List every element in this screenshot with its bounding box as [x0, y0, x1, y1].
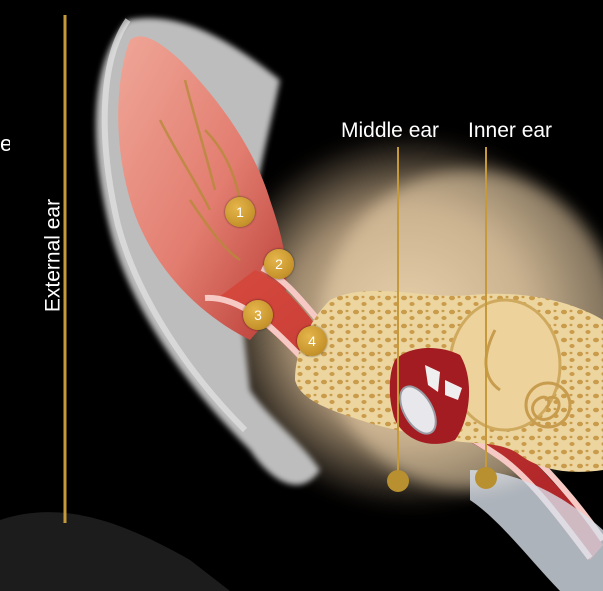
- partial-edge-label: e: [0, 133, 10, 155]
- marker-1: 1: [225, 197, 255, 227]
- inner-ear-label: Inner ear: [468, 120, 552, 141]
- marker-4: 4: [297, 326, 327, 356]
- inner-ear-pointer: [475, 467, 497, 489]
- marker-2: 2: [264, 249, 294, 279]
- middle-ear-label: Middle ear: [341, 120, 439, 141]
- marker-3: 3: [243, 300, 273, 330]
- middle-ear-cavity: [390, 348, 469, 444]
- neck-shadow: [0, 512, 230, 591]
- external-ear-label: External ear: [43, 186, 64, 326]
- middle-ear-pointer: [387, 470, 409, 492]
